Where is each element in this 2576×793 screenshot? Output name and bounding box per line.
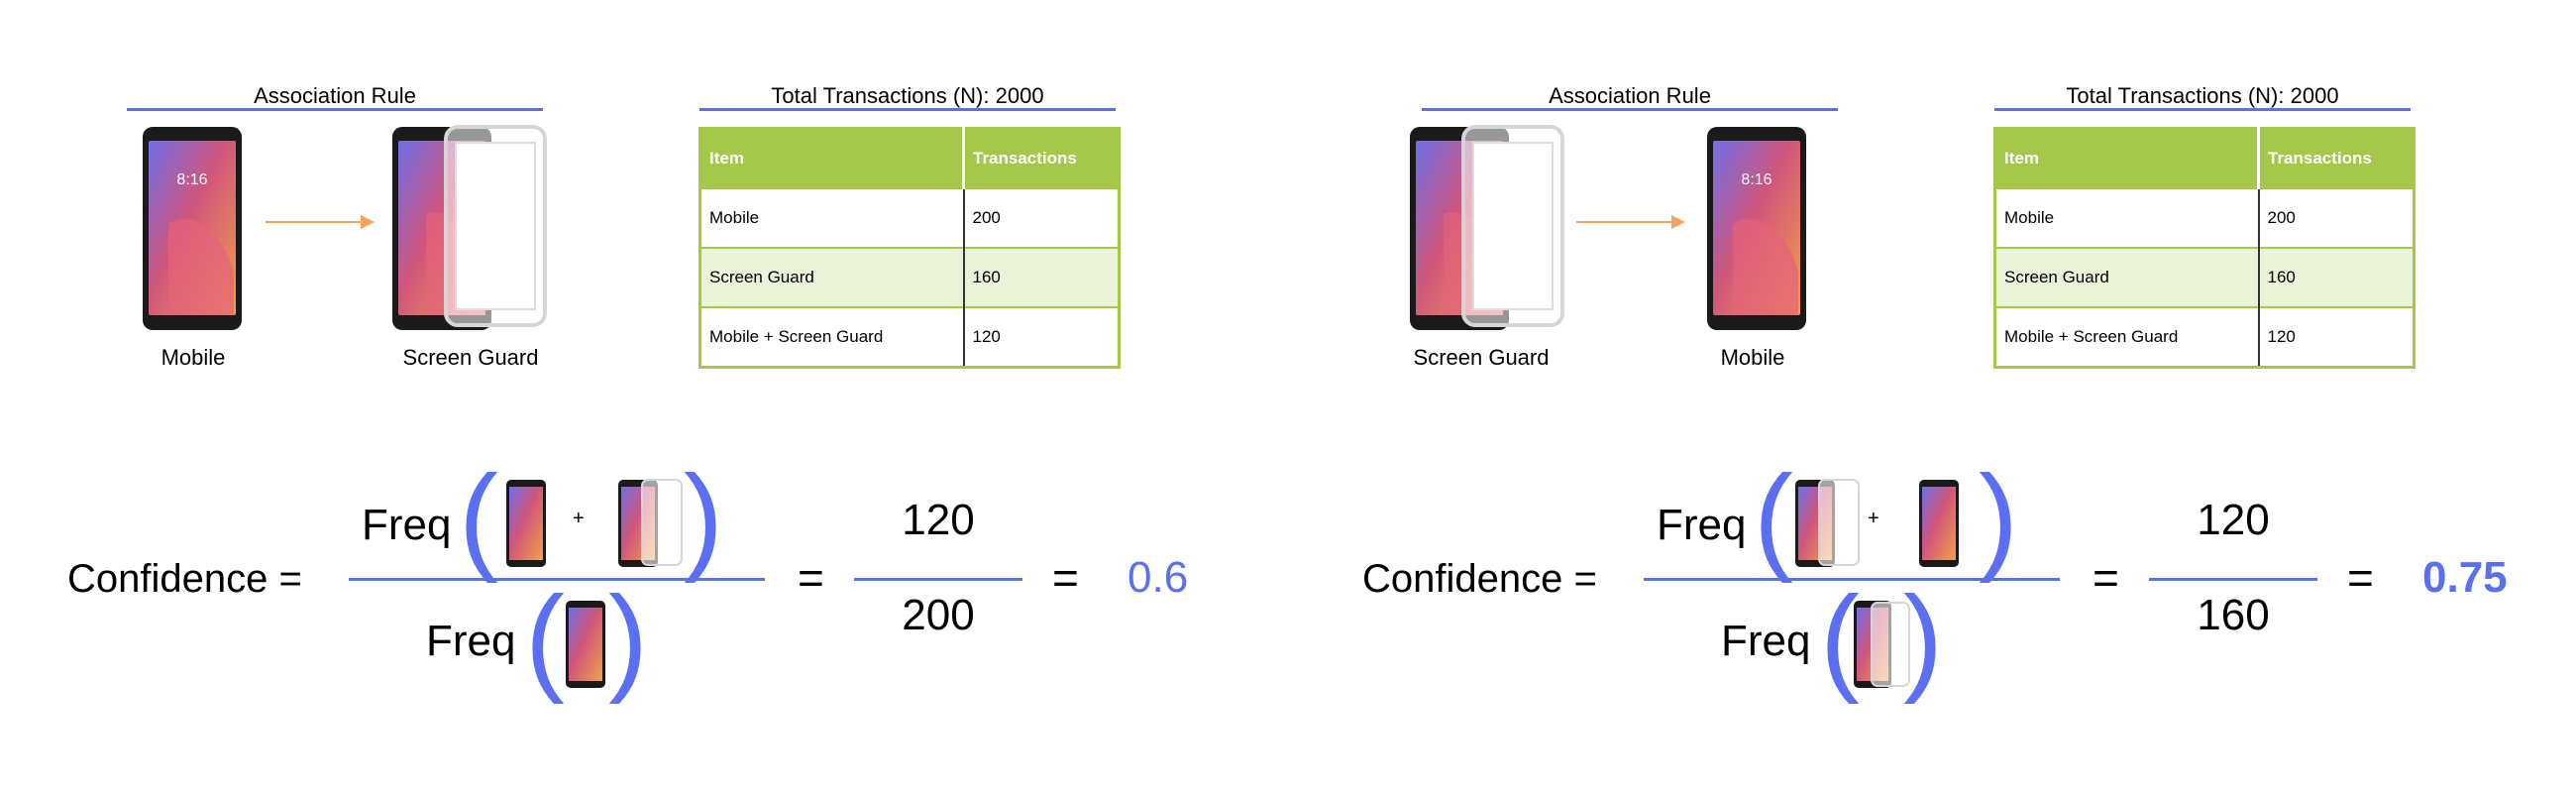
equals-sign: = [1052,552,1079,604]
arrow-icon [1576,215,1685,229]
header-transactions: Transactions [963,128,1120,188]
consequent-label: Mobile [1720,345,1785,370]
fraction-denominator: 200 [902,591,975,639]
transactions-table: Item Transactions Mobile 200 Screen Guar… [1993,127,2415,369]
plus-sign: + [573,508,585,529]
table-row: Mobile + Screen Guard 120 [1994,306,2415,368]
table-row: Screen Guard 160 [699,247,1120,307]
close-paren: ) [608,572,648,705]
close-paren: ) [1903,572,1943,705]
phone-with-screen-guard-icon [386,125,555,333]
mobile-phone-icon: 8:16 [139,125,307,333]
mobile-phone-icon [1911,478,1967,569]
close-paren: ) [684,451,723,584]
fraction-bar [1644,578,2060,581]
mobile-phone-icon [498,478,554,569]
confidence-result: 0.75 [2422,553,2508,602]
svg-text:8:16: 8:16 [1741,171,1771,188]
header-transactions: Transactions [2258,128,2415,188]
title-underline [1422,108,1838,111]
row-count: 200 [963,187,1120,248]
header-item: Item [699,128,965,188]
row-count: 120 [963,306,1120,368]
svg-text:8:16: 8:16 [176,171,207,188]
fraction-numerator: 120 [2197,496,2270,544]
transactions-table: Item Transactions Mobile 200 Screen Guar… [698,127,1121,369]
consequent-label: Screen Guard [402,345,539,370]
table-row: Screen Guard 160 [1994,247,2415,307]
row-count: 160 [2258,247,2415,307]
row-count: 160 [963,247,1120,307]
open-paren: ( [1754,451,1793,584]
left-panel: Association Rule 8:16 [67,83,1189,705]
antecedent-phone [1404,125,1572,333]
mobile-phone-icon [561,599,610,690]
close-paren: ) [1979,451,2018,584]
confidence-result: 0.6 [1127,553,1189,602]
denominator-freq: Freq [426,617,516,665]
fraction-bar [2149,578,2317,581]
arrow-icon [266,215,375,229]
confidence-label: Confidence = [1362,557,1597,601]
phone-with-screen-guard-icon [1852,599,1911,690]
open-paren: ( [459,451,498,584]
right-panel: Association Rule 8:16 Screen Guard Mobil… [1295,0,2576,793]
confidence-label: Confidence = [67,557,302,601]
phone-with-screen-guard-icon [616,478,686,569]
consequent-phone [386,125,555,333]
row-item: Mobile + Screen Guard [1994,306,2260,368]
table-title-underline [699,108,1116,111]
antecedent-phone: 8:16 [139,125,307,333]
open-paren: ( [525,572,565,705]
numerator-freq: Freq [1657,501,1747,549]
phone-with-screen-guard-icon [1404,125,1572,333]
numerator-freq: Freq [362,501,452,549]
equals-sign: = [2347,552,2374,604]
equals-sign: = [2093,552,2119,604]
row-count: 200 [2258,187,2415,248]
row-item: Mobile [1994,187,2260,248]
consequent-phone: 8:16 [1703,125,1872,333]
header-item: Item [1994,128,2260,188]
row-item: Mobile [699,187,965,248]
fraction-bar [349,578,765,581]
fraction-numerator: 120 [902,496,975,544]
association-rule-title: Association Rule [254,83,416,108]
association-rule-title: Association Rule [1549,83,1711,108]
table-row: Mobile 200 [1994,187,2415,248]
row-item: Screen Guard [1994,247,2260,307]
phone-with-screen-guard-icon [1793,478,1863,569]
table-row: Mobile + Screen Guard 120 [699,306,1120,368]
table-title-underline [1994,108,2411,111]
equals-sign: = [798,552,824,604]
title-underline [127,108,543,111]
row-count: 120 [2258,306,2415,368]
table-row: Mobile 200 [699,187,1120,248]
antecedent-label: Mobile [161,345,226,370]
plus-sign: + [1868,508,1879,529]
row-item: Mobile + Screen Guard [699,306,965,368]
denominator-freq: Freq [1721,617,1811,665]
table-title: Total Transactions (N): 2000 [2066,83,2339,108]
row-item: Screen Guard [699,247,965,307]
antecedent-label: Screen Guard [1413,345,1550,370]
open-paren: ( [1820,572,1860,705]
mobile-phone-icon: 8:16 [1703,125,1872,333]
fraction-denominator: 160 [2197,591,2270,639]
table-title: Total Transactions (N): 2000 [771,83,1044,108]
fraction-bar [854,578,1022,581]
